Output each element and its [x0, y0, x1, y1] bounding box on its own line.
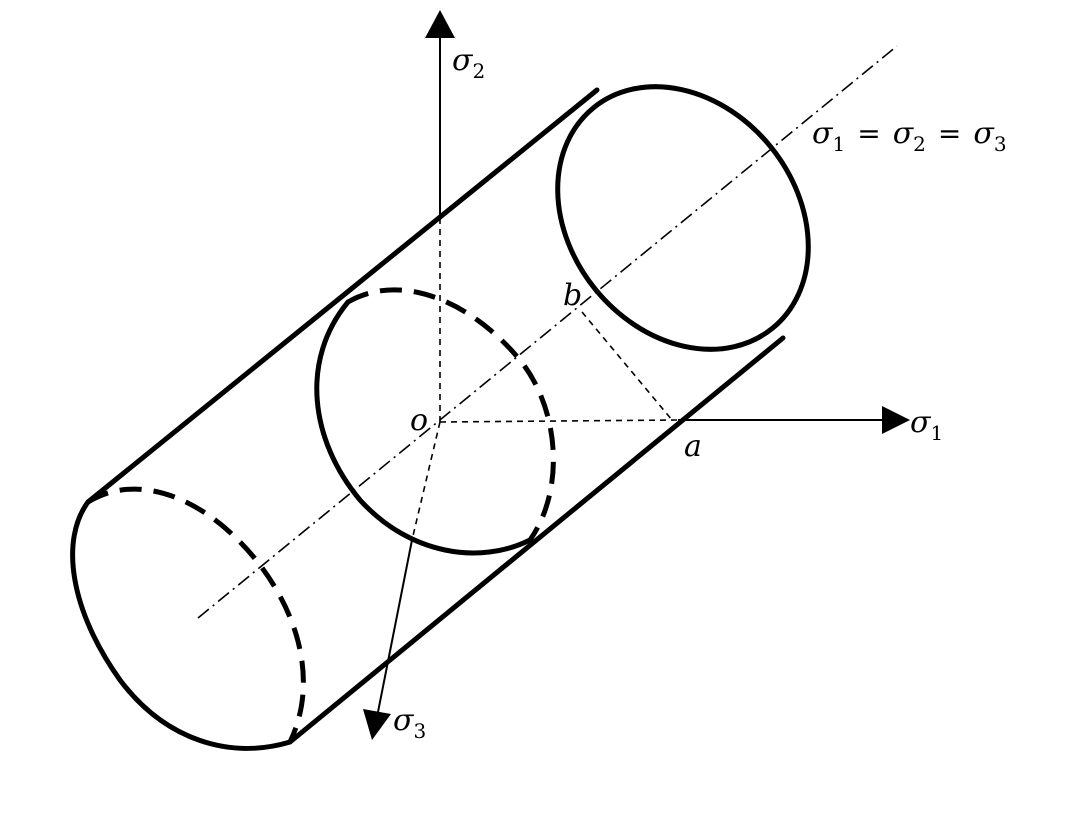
point-b-label: b [563, 278, 582, 313]
cylinder-far-end-ellipse [555, 84, 811, 352]
sigma2-arrowhead [425, 10, 455, 38]
oa-dashed-line [439, 419, 679, 423]
cylinder-near-end-dashed [86, 486, 306, 744]
hydrostatic-axis-line [197, 45, 898, 619]
cylinder-near-end-solid [70, 499, 293, 751]
sigma3-axis-line [377, 539, 413, 713]
point-a-label: a [684, 429, 702, 464]
hydrostatic-axis-label: σ1=σ2=σ3 [812, 116, 1007, 156]
sigma3-axis-hidden-segment [411, 421, 441, 541]
cylinder-top-generator [85, 87, 600, 505]
origin-label: o [410, 403, 428, 438]
sigma1-axis-label: σ1 [910, 405, 943, 445]
ab-dashed-line [581, 311, 673, 421]
cylinder-bottom-generator [287, 335, 786, 745]
sigma3-arrowhead [363, 709, 391, 740]
sigma2-axis-label: σ2 [452, 43, 485, 83]
sigma1-arrowhead [882, 406, 910, 434]
sigma3-axis-label: σ3 [393, 703, 426, 743]
cylinder-middle-section-dashed [346, 287, 556, 542]
cylinder-middle-section-solid [314, 299, 533, 556]
